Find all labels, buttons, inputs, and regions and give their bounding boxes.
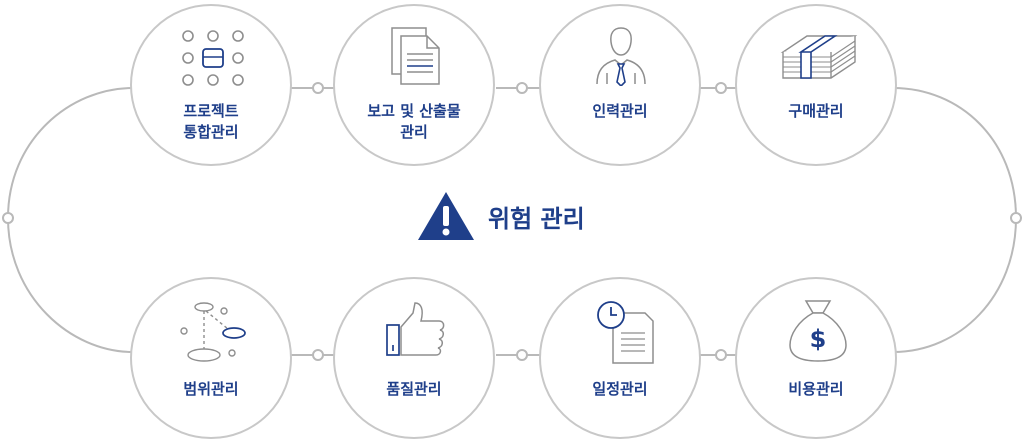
- node-label-line1: 구매관리: [788, 102, 844, 120]
- node-cost: $ 비용관리: [735, 277, 897, 439]
- joint-dot: [1010, 212, 1022, 224]
- node-project-integration: 프로젝트 통합관리: [130, 4, 292, 166]
- node-scope: 범위관리: [130, 277, 292, 439]
- warning-triangle-icon: [418, 192, 474, 240]
- center-title-group: 위험 관리: [416, 190, 585, 242]
- node-quality: 품질관리: [333, 277, 495, 439]
- node-label-line1: 일정관리: [592, 380, 648, 398]
- node-human-resources: 인력관리: [539, 4, 701, 166]
- money-bag-icon: $: [789, 300, 847, 362]
- right-loop-line: [892, 87, 1018, 353]
- joint-dot: [516, 349, 528, 361]
- node-procurement: 구매관리: [735, 4, 897, 166]
- joint-dot: [715, 82, 727, 94]
- person-tie-icon: [596, 27, 646, 86]
- money-stack-icon: [780, 35, 858, 79]
- left-loop-line: [6, 87, 134, 353]
- node-label-line2: 통합관리: [183, 123, 239, 141]
- node-label-line2: 관리: [400, 123, 428, 141]
- node-label-line1: 품질관리: [386, 380, 442, 398]
- node-reports: 보고 및 산출물 관리: [333, 4, 495, 166]
- joint-dot: [312, 82, 324, 94]
- joint-dot: [2, 212, 14, 224]
- node-schedule: 일정관리: [539, 277, 701, 439]
- node-label-line1: 인력관리: [592, 102, 648, 120]
- thumbs-up-icon: [386, 302, 445, 356]
- clock-document-icon: [597, 301, 654, 364]
- grid-dots-icon: [182, 30, 244, 86]
- node-label-line1: 프로젝트: [183, 102, 239, 120]
- scope-nodes-icon: [180, 302, 246, 362]
- node-label-line1: 비용관리: [788, 380, 844, 398]
- page-title: 위험 관리: [488, 204, 585, 233]
- node-label-line1: 범위관리: [183, 380, 239, 398]
- node-label-line1: 보고 및 산출물: [367, 102, 461, 120]
- joint-dot: [715, 349, 727, 361]
- document-icon: [391, 27, 440, 85]
- joint-dot: [312, 349, 324, 361]
- joint-dot: [516, 82, 528, 94]
- svg-text:$: $: [810, 325, 827, 353]
